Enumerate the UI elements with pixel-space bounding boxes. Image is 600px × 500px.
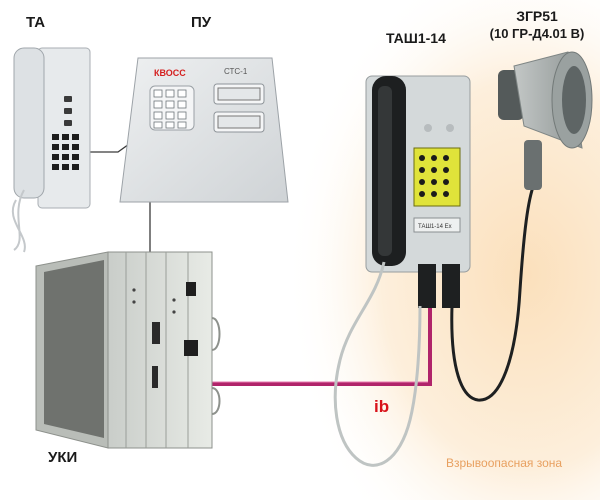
equipment-rack-uki (35, 251, 221, 449)
label-ta: ТА (26, 14, 46, 31)
phone-unit-tash: ТАШ1-14 Ex (365, 75, 471, 308)
line-ib (190, 305, 432, 386)
label-line-ib: ib (374, 397, 390, 416)
label-zgr-spec: (10 ГР-Д4.01 В) (489, 26, 585, 41)
horn-speaker-zgr (498, 51, 593, 190)
pu-display-label: СТС-1 (224, 67, 248, 76)
label-hazard-zone: Взрывоопасная зона (446, 456, 563, 470)
wire-ta-pu (86, 141, 133, 153)
label-tash: ТАШ1-14 (386, 30, 446, 46)
label-pu: ПУ (191, 14, 212, 31)
pu-logo: КВОСС (154, 68, 186, 78)
telephone-ta (11, 47, 91, 253)
label-zgr-model: ЗГР51 (516, 8, 558, 24)
speaker-cable (450, 183, 536, 402)
label-uki: УКИ (48, 449, 78, 466)
handset-cord (333, 261, 422, 467)
control-panel-pu: КВОСС СТС-1 (119, 57, 289, 203)
tash-plate: ТАШ1-14 Ex (418, 224, 452, 230)
